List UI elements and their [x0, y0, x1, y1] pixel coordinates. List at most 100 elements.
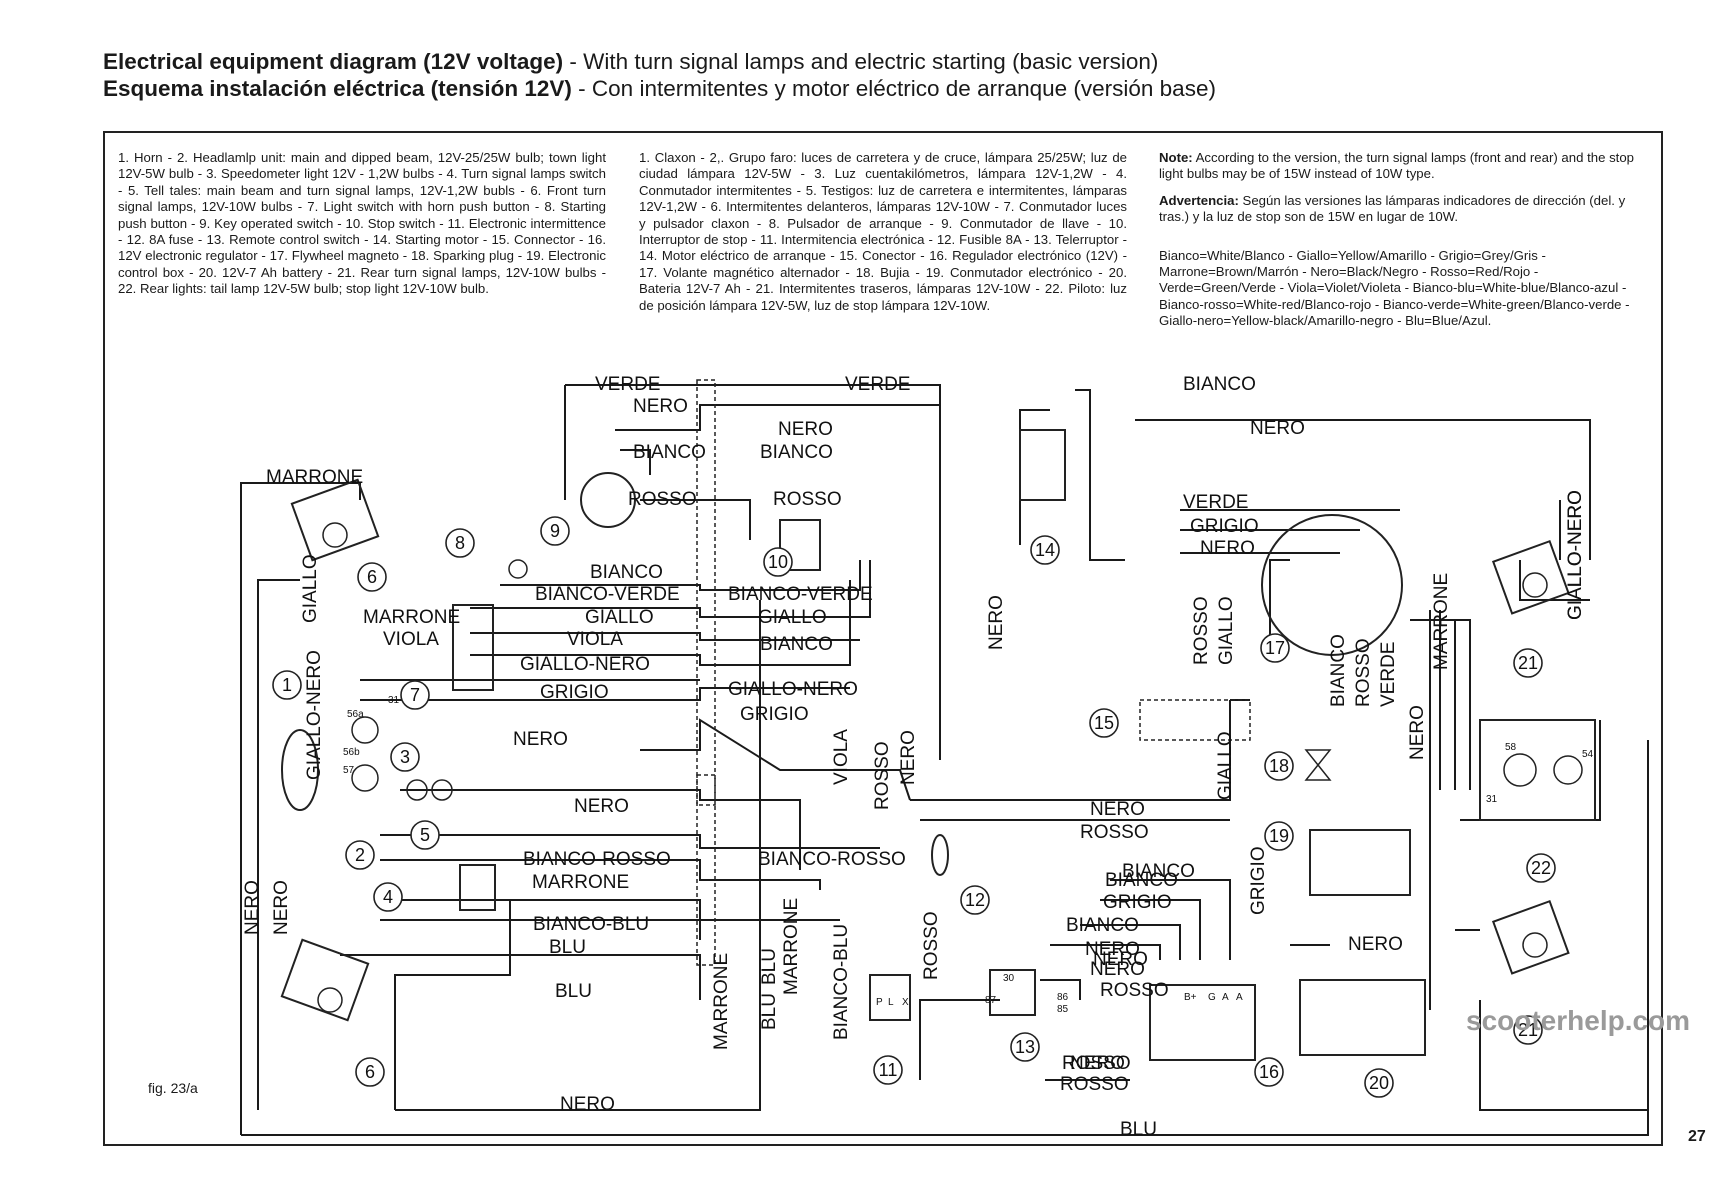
turn-switch [459, 864, 496, 911]
wire-label: NERO [778, 419, 833, 440]
wire-label: GIALLO [1215, 731, 1236, 800]
component-number-label: 14 [1035, 540, 1055, 560]
wire-label: BIANCO [633, 442, 706, 463]
wire-label: MARRONE [266, 467, 363, 488]
wire-label: BIANCO [1183, 374, 1256, 395]
wire-label: BIANCO [1122, 861, 1195, 882]
terminal-label: 58 [1505, 742, 1517, 753]
component-number: 9 [540, 516, 570, 546]
wire-label: BLU [759, 948, 780, 985]
component-number: 20 [1364, 1068, 1394, 1098]
wire-label: GIALLO [300, 554, 321, 623]
wire-label: VIOLA [831, 729, 852, 785]
wire-label: ROSSO [1080, 822, 1149, 843]
control-box [1309, 829, 1411, 896]
note-en-text: According to the version, the turn signa… [1159, 150, 1634, 182]
component-number-label: 6 [365, 1062, 375, 1082]
component-number: 22 [1526, 853, 1556, 883]
wire-label: MARRONE [781, 898, 802, 995]
component-number-label: 6 [367, 567, 377, 587]
page-number: 27 [1688, 1128, 1706, 1145]
wire-label: NERO [560, 1094, 615, 1115]
terminal-label: L [888, 997, 894, 1008]
component-number: 16 [1254, 1057, 1284, 1087]
wire-label: ROSSO [1060, 1074, 1129, 1095]
wire-label: ROSSO [773, 489, 842, 510]
wire-label: BIANCO [590, 562, 663, 583]
wire-label: GIALLO [758, 607, 827, 628]
wire-label: NERO [1093, 949, 1148, 970]
spark-plug [1304, 749, 1332, 781]
wire-label: GIALLO-NERO [520, 654, 650, 675]
front-left-turn-lamp [290, 478, 380, 562]
legend-english: 1. Horn - 2. Headlamlp unit: main and di… [118, 150, 606, 297]
wire-label: BIANCO-ROSSO [758, 849, 906, 870]
wire-label: BLU [555, 981, 592, 1002]
wire-label: NERO [1348, 934, 1403, 955]
terminal-label: 87 [985, 995, 997, 1006]
wire-label: BIANCO-BLU [533, 914, 649, 935]
terminal-label: 54 [1582, 749, 1594, 760]
fuse [931, 834, 949, 876]
component-number: 21 [1513, 648, 1543, 678]
wire-label: VIOLA [567, 629, 623, 650]
wire-label: VERDE [595, 374, 660, 395]
starter-motor [1019, 429, 1066, 501]
tail-lamp [1479, 719, 1596, 821]
wire-label: NERO [1250, 418, 1305, 439]
wire-label: NERO [1090, 799, 1145, 820]
title-en-bold: Electrical equipment diagram (12V voltag… [103, 49, 564, 74]
front-right-turn-lamp [280, 938, 370, 1022]
wire-label: NERO [1085, 939, 1140, 960]
title-line-es: Esquema instalación eléctrica (tensión 1… [103, 75, 1216, 103]
wire-label: NERO [574, 796, 629, 817]
component-number-label: 11 [879, 1060, 898, 1080]
horn [281, 729, 319, 811]
color-key: Bianco=White/Blanco - Giallo=Yellow/Amar… [1159, 247, 1630, 329]
component-number: 3 [390, 742, 420, 772]
wire-label: BIANCO [760, 442, 833, 463]
intermittence [869, 974, 911, 1021]
component-number-label: 16 [1259, 1062, 1279, 1082]
flywheel-magneto [1261, 514, 1403, 656]
wire-label: GRIGIO [1248, 846, 1269, 915]
title-es-bold: Esquema instalación eléctrica (tensión 1… [103, 76, 572, 101]
component-number-label: 17 [1265, 638, 1285, 658]
wire-label: GRIGIO [1103, 892, 1172, 913]
title-line-en: Electrical equipment diagram (12V voltag… [103, 48, 1158, 76]
wire-label: ROSSO [628, 489, 697, 510]
component-number: 11 [873, 1055, 903, 1085]
terminal-label: G [1208, 992, 1216, 1003]
wire-label: VERDE [845, 374, 910, 395]
title-es-rest: - Con intermitentes y motor eléctrico de… [571, 76, 1216, 101]
wire-label: GRIGIO [740, 704, 809, 725]
title-en-rest: - With turn signal lamps and electric st… [563, 49, 1159, 74]
wire-label: BLU [1120, 1119, 1157, 1140]
wire-label: NERO [271, 880, 292, 935]
figure-label: fig. 23/a [148, 1080, 198, 1096]
wire-label: BLU [549, 937, 586, 958]
wire-label: NERO [1407, 705, 1428, 760]
component-number-label: 7 [410, 685, 420, 705]
note-en-label: Note: [1159, 150, 1193, 165]
wire-label: BIANCO [1105, 870, 1178, 891]
component-number: 19 [1264, 821, 1294, 851]
component-number-label: 15 [1094, 713, 1114, 733]
component-number-label: 9 [550, 521, 560, 541]
wire-label: BIANCO [760, 634, 833, 655]
key-switch [580, 472, 636, 528]
wire-label: BIANCO-ROSSO [523, 849, 671, 870]
component-number: 13 [1010, 1032, 1040, 1062]
wire-label: GIALLO [585, 607, 654, 628]
component-number: 14 [1030, 535, 1060, 565]
component-number: 18 [1264, 751, 1294, 781]
wire-label: GIALLO-NERO [1565, 490, 1586, 620]
battery [1299, 979, 1426, 1056]
wire-label: BIANCO [1328, 634, 1349, 707]
terminal-label: 56a [347, 709, 364, 720]
components [280, 429, 1596, 1061]
